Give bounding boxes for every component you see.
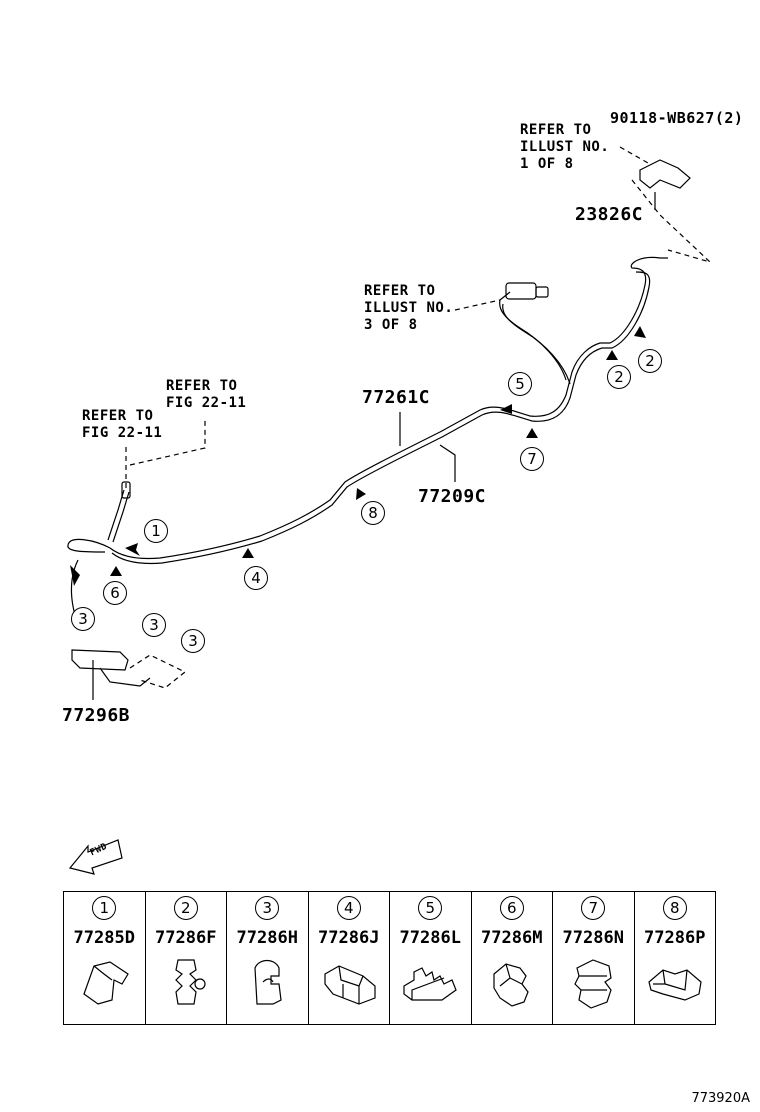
parts-table: 1 2 3 4 5 6 7 8 77285D 77286F 77286H 772… <box>63 891 716 1025</box>
ref-fig-lower: REFER TO FIG 22-11 <box>82 408 163 441</box>
label-tube-77209c: 77209C <box>418 486 487 507</box>
callout-2b: 2 <box>638 349 662 373</box>
parts-cell: 77286P <box>633 924 716 1025</box>
fuel-tube-branch <box>499 291 567 381</box>
parts-cell: 77286F <box>144 924 227 1025</box>
fuel-tube-left-end <box>67 538 111 553</box>
parts-cell: 5 <box>389 891 472 924</box>
callout-1: 1 <box>144 519 168 543</box>
clip-icon <box>254 959 282 1005</box>
clip-icon <box>174 959 206 1005</box>
label-clamp-77296b: 77296B <box>62 705 131 726</box>
label-tube-77261c: 77261C <box>362 387 431 408</box>
arrow-clip-1 <box>125 543 140 556</box>
fwd-arrow-icon <box>68 839 123 875</box>
clamp-77296b <box>71 649 151 687</box>
parts-cell: 77286M <box>470 924 553 1025</box>
arrow-clip-5 <box>500 404 512 414</box>
ref-illust-3: REFER TO ILLUST NO. 3 OF 8 <box>364 283 454 333</box>
parts-cell: 2 <box>144 891 227 924</box>
arrow-clip-2a <box>606 350 618 360</box>
parts-cell: 6 <box>470 891 553 924</box>
parts-cell: 7 <box>552 891 635 924</box>
bracket-23826c <box>639 159 691 189</box>
fuel-tube-lower <box>111 271 651 565</box>
parts-cell: 77285D <box>63 924 146 1025</box>
clip-icon <box>324 965 376 1005</box>
clip-icon <box>493 963 529 1007</box>
arrow-clip-7 <box>526 428 538 438</box>
ref-illust-1: REFER TO ILLUST NO. 1 OF 8 <box>520 122 610 172</box>
figure-id: 773920A <box>691 1091 750 1106</box>
callout-5: 5 <box>508 372 532 396</box>
clip-icon <box>403 967 457 1001</box>
callout-3b: 3 <box>142 613 166 637</box>
parts-cell: 1 <box>63 891 146 924</box>
parts-cell: 77286J <box>307 924 390 1025</box>
parts-cell: 4 <box>307 891 390 924</box>
callout-6: 6 <box>103 581 127 605</box>
arrow-clip-4 <box>242 548 254 558</box>
callout-4: 4 <box>244 566 268 590</box>
arrow-clip-2b <box>634 326 646 338</box>
parts-table-header-row: 1 2 3 4 5 6 7 8 <box>63 891 716 924</box>
clip-icon <box>574 959 612 1009</box>
parts-table-part-row: 77285D 77286F 77286H 77286J 77286L 77286… <box>63 924 716 1025</box>
clip-icon <box>648 969 702 1001</box>
parts-cell: 8 <box>633 891 716 924</box>
parts-cell: 3 <box>226 891 309 924</box>
label-bracket: 23826C <box>575 204 644 225</box>
label-bolt: 90118-WB627(2) <box>610 109 744 127</box>
callout-2a: 2 <box>607 365 631 389</box>
arrow-clip-8 <box>356 488 366 500</box>
callout-8: 8 <box>361 501 385 525</box>
fuel-tube-upper <box>109 256 668 560</box>
callout-3c: 3 <box>181 629 205 653</box>
callout-7: 7 <box>520 447 544 471</box>
connector-upper <box>505 282 537 300</box>
arrow-clip-6 <box>110 566 122 576</box>
ref-fig-upper: REFER TO FIG 22-11 <box>166 378 247 411</box>
parts-cell: 77286L <box>389 924 472 1025</box>
parts-cell: 77286N <box>552 924 635 1025</box>
clip-icon <box>83 961 130 1005</box>
parts-cell: 77286H <box>226 924 309 1025</box>
callout-3a: 3 <box>71 607 95 631</box>
